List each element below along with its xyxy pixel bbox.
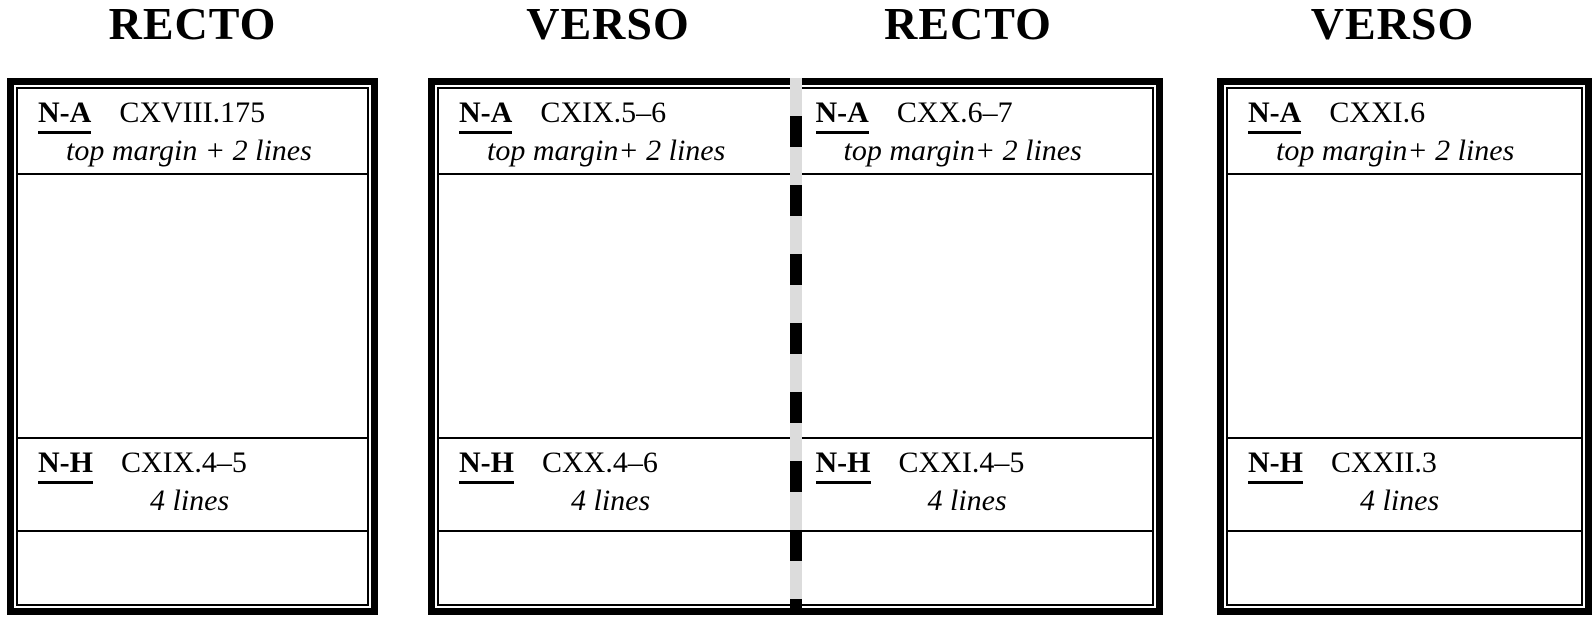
lacuna-heading: N-A CXVIII.175 — [18, 89, 367, 134]
section-bottom-margin — [439, 530, 796, 604]
passage-reference: CXXI.4–5 — [898, 446, 1025, 479]
lacuna-heading: N-A CXIX.5–6 — [439, 89, 796, 134]
extent-note: top margin+ 2 lines — [487, 134, 726, 167]
section-nh-lacuna: N-H CXX.4–6 4 lines — [439, 437, 796, 530]
lacuna-heading: N-H CXXI.4–5 — [796, 439, 1153, 484]
lacuna-heading: N-H CXIX.4–5 — [18, 439, 367, 484]
siglum-na-label: N-A — [815, 98, 869, 134]
extent-note: 4 lines — [1360, 484, 1440, 517]
siglum-na-label: N-A — [459, 98, 513, 134]
section-nh-lacuna: N-H CXXI.4–5 4 lines — [795, 437, 1153, 530]
extent-note: top margin+ 2 lines — [1276, 134, 1515, 167]
bifolium-row: N-A CXIX.5–6 top margin+ 2 lines N-H CXX.4… — [437, 87, 1154, 606]
section-top-lacuna: N-A CXVIII.175 top margin + 2 lines — [18, 89, 367, 173]
extent-note: top margin+ 2 lines — [843, 134, 1082, 167]
section-text-block — [1228, 173, 1581, 437]
folio-inner-frame: N-A CXVIII.175 top margin + 2 lines N-H CX… — [16, 87, 369, 606]
passage-reference: CXXI.6 — [1329, 96, 1426, 129]
page-title-verso-1: VERSO — [526, 0, 690, 49]
siglum-nh-label: N-H — [459, 448, 514, 484]
section-bottom-margin — [1228, 530, 1581, 604]
passage-reference: CXXII.3 — [1331, 446, 1437, 479]
extent-note: 4 lines — [927, 484, 1007, 517]
section-bottom-margin — [795, 530, 1152, 604]
section-text-block — [18, 173, 367, 437]
section-nh-lacuna: N-H CXIX.4–5 4 lines — [18, 437, 367, 530]
passage-reference: CXX.4–6 — [542, 446, 658, 479]
folio-inner-frame: N-A CXX.6–7 top margin+ 2 lines N-H CXXI.4… — [795, 87, 1154, 606]
passage-reference: CXX.6–7 — [896, 96, 1013, 129]
lacuna-heading: N-A CXXI.6 — [1228, 89, 1581, 134]
lacuna-heading: N-A CXX.6–7 — [796, 89, 1153, 134]
page-title-recto-1: RECTO — [108, 0, 277, 49]
passage-reference: CXIX.4–5 — [121, 446, 247, 479]
section-text-block — [439, 173, 796, 437]
folio-panel-recto-2: N-A CXX.6–7 top margin+ 2 lines N-H CXXI.4… — [795, 87, 1154, 606]
section-bottom-margin — [18, 530, 367, 604]
siglum-nh-label: N-H — [38, 448, 93, 484]
extent-note: 4 lines — [150, 484, 230, 517]
passage-reference: CXVIII.175 — [119, 96, 266, 129]
folio-panel-recto-1: N-A CXVIII.175 top margin + 2 lines N-H CX… — [7, 78, 378, 615]
extent-note: 4 lines — [571, 484, 651, 517]
page-title-recto-2: RECTO — [884, 0, 1052, 49]
passage-reference: CXIX.5–6 — [540, 96, 667, 129]
siglum-nh-label: N-H — [1248, 448, 1303, 484]
extent-note: top margin + 2 lines — [66, 134, 312, 167]
lacuna-heading: N-H CXX.4–6 — [439, 439, 796, 484]
section-nh-lacuna: N-H CXXII.3 4 lines — [1228, 437, 1581, 530]
folio-panel-verso-2: N-A CXXI.6 top margin+ 2 lines N-H CXXII.3… — [1217, 78, 1592, 615]
lacuna-heading: N-H CXXII.3 — [1228, 439, 1581, 484]
bifolium-box: N-A CXIX.5–6 top margin+ 2 lines N-H CXX.4… — [428, 78, 1163, 615]
page-title-verso-2: VERSO — [1310, 0, 1475, 49]
siglum-na-label: N-A — [1248, 98, 1302, 134]
siglum-na-label: N-A — [38, 98, 92, 134]
section-text-block — [795, 173, 1152, 437]
folio-inner-frame: N-A CXXI.6 top margin+ 2 lines N-H CXXII.3… — [1226, 87, 1583, 606]
binding-gutter-dashed-line — [789, 78, 802, 615]
section-top-lacuna: N-A CXXI.6 top margin+ 2 lines — [1228, 89, 1581, 173]
folio-panel-verso-1: N-A CXIX.5–6 top margin+ 2 lines N-H CXX.4… — [437, 87, 796, 606]
siglum-nh-label: N-H — [815, 448, 871, 484]
section-top-lacuna: N-A CXIX.5–6 top margin+ 2 lines — [439, 89, 796, 173]
folio-inner-frame: N-A CXIX.5–6 top margin+ 2 lines N-H CXX.4… — [437, 87, 796, 606]
section-top-lacuna: N-A CXX.6–7 top margin+ 2 lines — [796, 89, 1153, 173]
